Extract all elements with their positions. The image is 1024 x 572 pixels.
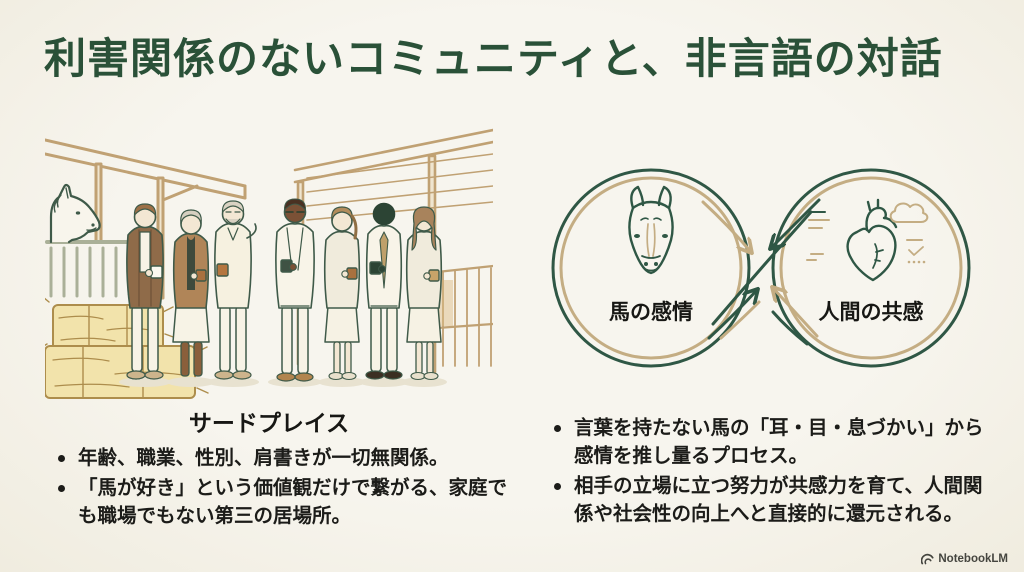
flow-arrows <box>701 198 821 340</box>
person-figure <box>323 206 361 381</box>
left-bullet-1: 年齢、職業、性別、肩書きが一切無関係。 <box>52 444 522 472</box>
horse-head-icon <box>628 185 674 275</box>
footer-brand: NotebookLM <box>921 553 1008 565</box>
infinity-loops <box>551 168 971 368</box>
right-bullet-list: 言葉を持たない馬の「耳・目・息づかい」から感情を推し量るプロセス。 相手の立場に… <box>548 414 998 530</box>
slide-title: 利害関係のないコミュニティと、非言語の対話 <box>44 34 943 83</box>
person-figure <box>172 209 210 377</box>
right-bullet-1: 言葉を持たない馬の「耳・目・息づかい」から感情を推し量るプロセス。 <box>548 414 998 470</box>
horse-illustration <box>49 183 101 244</box>
left-heading: サードプレイス <box>188 410 350 436</box>
person-figure <box>126 203 164 380</box>
right-bullet-2: 相手の立場に立つ努力が共感力を育て、人間関係や社会性の向上へと直接的に還元される… <box>548 472 998 528</box>
people-group <box>119 198 447 387</box>
anatomical-heart-icon <box>806 198 929 282</box>
person-figure <box>405 206 443 381</box>
stable-community-illustration <box>39 120 495 404</box>
brand-text: NotebookLM <box>938 553 1008 565</box>
left-bullet-list: 年齢、職業、性別、肩書きが一切無関係。 「馬が好き」という価値観だけで繋がる、家… <box>52 444 522 532</box>
human-empathy-label: 人間の共感 <box>818 301 924 324</box>
person-figure <box>214 200 257 380</box>
fence <box>45 240 159 298</box>
person-figure <box>365 202 403 380</box>
notebooklm-logo-icon <box>921 553 934 565</box>
person-figure <box>275 198 315 382</box>
infinity-loop-diagram: 馬の感情 人間の共感 <box>545 152 980 388</box>
horse-emotion-label: 馬の感情 <box>609 301 693 324</box>
left-bullet-2: 「馬が好き」という価値観だけで繋がる、家庭でも職場でもない第三の居場所。 <box>52 474 522 530</box>
